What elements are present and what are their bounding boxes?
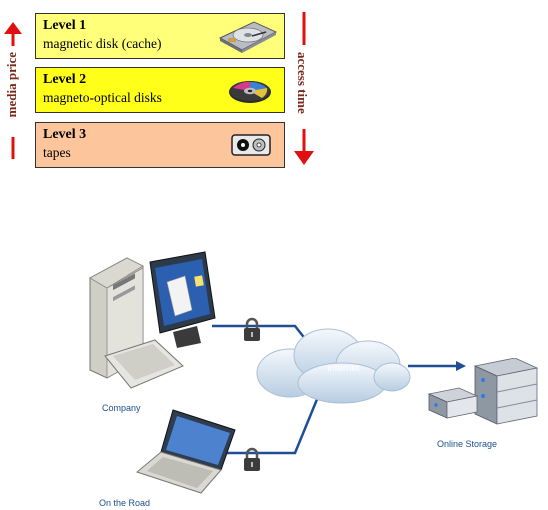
internet-cloud-icon [256,328,411,404]
hard-disk-icon [218,21,278,53]
level-2-title: Level 2 [43,72,87,87]
internet-label: Internet [327,363,360,374]
storage-arrowhead [456,361,466,371]
desktop-computer-icon [89,251,216,389]
padlock-icon [244,317,260,341]
laptop-icon [135,409,236,494]
level-1-desc: magnetic disk (cache) [43,36,162,51]
level-1-title: Level 1 [43,18,87,33]
optical-disc-icon [229,81,271,103]
on-the-road-label: On the Road [99,498,151,508]
padlock-icon-2 [244,447,260,471]
access-time-label: access time [295,52,310,114]
server-storage-icon [427,358,539,425]
price-up-arrow [4,22,22,159]
level-3-box: Level 3 tapes [35,122,285,168]
level-3-title: Level 3 [43,127,87,142]
level-3-desc: tapes [43,145,71,160]
company-label: Company [102,403,141,413]
level-1-box: Level 1 magnetic disk (cache) [35,13,285,59]
level-2-box: Level 2 magneto-optical disks [35,67,285,113]
road-internet-link [225,391,322,455]
access-time-down-arrow [294,12,314,165]
online-storage-label: Online Storage [437,439,498,449]
level-2-desc: magneto-optical disks [43,90,162,105]
tape-icon [231,134,271,156]
